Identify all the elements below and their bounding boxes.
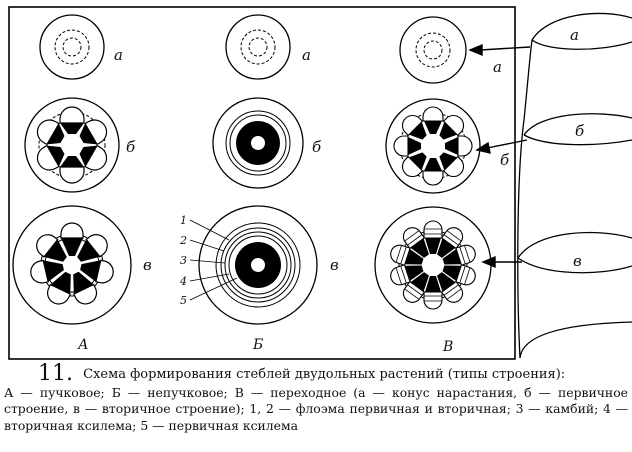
figure-caption: 11. Схема формирования стеблей двудольны… <box>4 363 628 434</box>
layer-number-2: 2 <box>179 234 187 247</box>
column-label-c: В <box>442 339 453 355</box>
column-label-a: А <box>77 337 89 353</box>
cone-arrows <box>468 43 531 269</box>
layer-number-3: 3 <box>180 254 187 267</box>
stem-cone-sketch <box>517 12 632 359</box>
caption-text: А — пучковое; Б — непучковое; В — перехо… <box>4 385 628 433</box>
column-label-b: Б <box>252 337 263 353</box>
stem-formation-diagram: а б в а б в а б а б в 1 2 3 4 5 А Б В <box>8 6 632 360</box>
column-c-primary <box>385 98 481 194</box>
cone-label-b: б <box>575 122 585 140</box>
layer-leader-lines <box>189 219 238 301</box>
row-label-b-col-c: б <box>500 151 510 169</box>
column-c-cone <box>399 16 467 84</box>
column-b-primary <box>212 97 304 189</box>
row-label-b-col-a: б <box>126 138 136 156</box>
row-label-a-col-a: а <box>114 46 123 64</box>
column-c-secondary <box>374 206 492 324</box>
row-label-c-col-a: в <box>143 256 152 274</box>
column-a-cone <box>39 14 105 80</box>
column-a-primary <box>24 97 120 193</box>
cone-label-a: а <box>570 26 579 44</box>
row-label-a-col-c: а <box>493 58 502 76</box>
layer-number-5: 5 <box>180 294 187 307</box>
row-label-a-col-b: а <box>302 46 311 64</box>
column-b-secondary <box>198 205 318 325</box>
diagram-frame <box>8 6 516 360</box>
caption-title: Схема формирования стеблей двудольных ра… <box>83 367 566 382</box>
caption-title-line: 11. Схема формирования стеблей двудольны… <box>38 363 628 385</box>
column-b-cone <box>225 14 291 80</box>
layer-number-4: 4 <box>179 275 187 288</box>
layer-number-1: 1 <box>180 214 187 227</box>
column-a-secondary <box>12 205 132 325</box>
cone-label-c: в <box>573 252 582 270</box>
row-label-c-col-b: в <box>330 256 339 274</box>
row-label-b-col-b: б <box>312 138 322 156</box>
figure-number: 11. <box>38 361 73 386</box>
